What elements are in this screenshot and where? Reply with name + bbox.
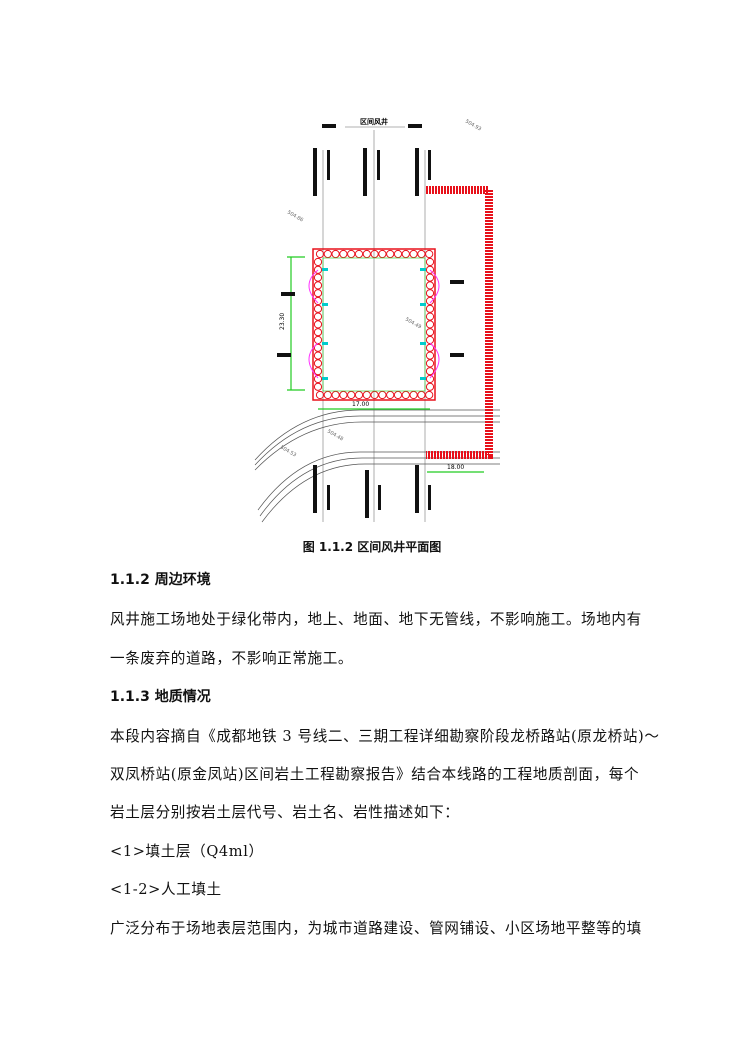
pile (425, 382, 435, 391)
pile (313, 257, 323, 267)
pile (347, 390, 356, 400)
pile (386, 390, 395, 400)
pile (323, 390, 332, 400)
elevation: 504.49 (404, 317, 422, 331)
pile (393, 249, 403, 259)
elevation: 504.53 (279, 445, 297, 459)
pile (425, 374, 435, 384)
pile (393, 390, 403, 400)
dim-width: 17.00 (352, 401, 369, 408)
pile (425, 367, 435, 376)
pile-wall (312, 248, 436, 401)
pile (425, 304, 435, 313)
pile (313, 296, 323, 306)
section-heading: 1.1.2 周边环境 (110, 572, 211, 588)
pile (313, 328, 323, 337)
pile (425, 289, 435, 298)
pile (425, 281, 435, 290)
pile (425, 257, 435, 267)
pile (378, 390, 387, 400)
pile (313, 359, 323, 368)
pile (354, 390, 364, 400)
pile (425, 320, 435, 329)
pile (425, 335, 435, 345)
pile (313, 382, 323, 391)
pile (313, 265, 323, 274)
pile (313, 335, 323, 345)
pile (370, 390, 379, 400)
figure-title: 区间风井 (360, 117, 388, 126)
pile (401, 249, 410, 259)
paragraph-line: 一条废弃的道路，不影响正常施工。 (110, 650, 354, 667)
pile (362, 249, 371, 259)
dim-height: 23.30 (279, 313, 286, 330)
paragraph-line: 风井施工场地处于绿化带内，地上、地面、地下无管线，不影响施工。场地内有 (110, 611, 642, 628)
pile (313, 367, 323, 376)
pile (409, 249, 418, 259)
paragraph-line: <1>填土层（Q4ml） (110, 843, 264, 860)
road-lines (254, 409, 500, 523)
pile (354, 249, 364, 259)
pile (339, 249, 348, 259)
dim-pipe: 18.00 (447, 464, 464, 471)
elevation: 504.48 (326, 429, 344, 443)
annotation-blocks (277, 124, 464, 518)
pile (313, 273, 323, 282)
pile (386, 249, 395, 259)
pile (347, 249, 356, 259)
pile (313, 281, 323, 290)
pile (313, 374, 323, 384)
pile (425, 296, 435, 306)
pile (370, 249, 379, 259)
pile (425, 359, 435, 368)
paragraph-line: 双凤桥站(原金凤站)区间岩土工程勘察报告》结合本线路的工程地质剖面，每个 (110, 766, 640, 783)
pile (331, 390, 340, 400)
pile (425, 273, 435, 282)
paragraph-line: <1-2>人工填土 (110, 881, 222, 898)
elevation: 504.86 (286, 210, 304, 224)
pile (313, 289, 323, 298)
elevation: 504.93 (464, 119, 482, 133)
braces (322, 268, 426, 380)
pile (417, 390, 426, 400)
pile (339, 390, 348, 400)
paragraph-line: 本段内容摘自《成都地铁 3 号线二、三期工程详细勘察阶段龙桥路站(原龙桥站)～ (110, 728, 660, 745)
shaft-plan-drawing: 区间风井 23.30 17.00 18.00 504.93 504.86 504… (254, 117, 500, 523)
pile (313, 304, 323, 313)
pile (425, 351, 435, 360)
anchors (308, 269, 440, 379)
pile (417, 249, 426, 259)
pile (313, 351, 323, 360)
pile (425, 343, 435, 352)
pile (425, 312, 435, 321)
pile (323, 249, 332, 259)
dimension-lines (287, 256, 484, 473)
pile (401, 390, 410, 400)
pile (362, 390, 371, 400)
pile (425, 265, 435, 274)
pile (331, 249, 340, 259)
pile (425, 249, 434, 259)
pile (315, 390, 325, 400)
pile (313, 343, 323, 352)
paragraph-line: 岩土层分别按岩土层代号、岩土名、岩性描述如下： (110, 804, 460, 821)
pile (313, 320, 323, 329)
pile (425, 390, 434, 400)
pipe-route (426, 186, 493, 459)
paragraph-line: 广泛分布于场地表层范围内，为城市道路建设、管网铺设、小区场地平整等的填 (110, 920, 642, 937)
pile (425, 328, 435, 337)
pile (315, 249, 325, 259)
pile (378, 249, 387, 259)
pile (409, 390, 418, 400)
pile (313, 312, 323, 321)
section-heading: 1.1.3 地质情况 (110, 689, 211, 705)
figure-caption: 图 1.1.2 区间风井平面图 (302, 540, 442, 554)
